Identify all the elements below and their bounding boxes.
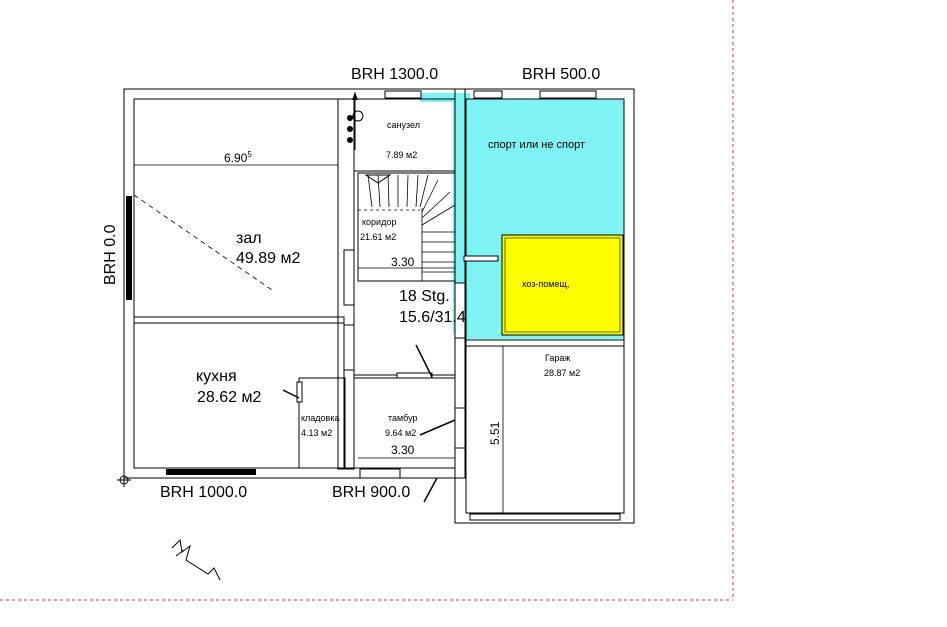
corridor-door[interactable] [396, 372, 433, 379]
corridor-opening-2 [343, 324, 355, 371]
dim-garage-depth: 5.51 [488, 421, 502, 445]
room-corridor-area: 21.61 м2 [360, 232, 396, 242]
dim-corridor-width: 3.30 [391, 255, 415, 269]
stair-rail [454, 282, 466, 339]
dim-zal-width: 6.905 [224, 150, 252, 165]
pantry-door-swing [282, 389, 300, 399]
utility-room-fill[interactable] [501, 234, 624, 336]
entrance-door[interactable] [359, 468, 401, 479]
room-bathroom[interactable] [353, 98, 456, 172]
room-garage-area: 28.87 м2 [544, 368, 580, 378]
room-bathroom-name: санузел [387, 120, 420, 130]
fixture-1 [347, 115, 353, 121]
bathroom-window [384, 90, 422, 99]
sport-zone-fill-top [420, 93, 470, 102]
top-right-window-2 [473, 90, 503, 99]
stair-arrow [364, 174, 392, 184]
sport-opening [463, 255, 499, 262]
bottom-window [166, 469, 256, 475]
room-zal-area: 49.89 м2 [236, 250, 300, 267]
sport-zone-fill-strip [453, 99, 465, 334]
room-kitchen-name: кухня [196, 368, 237, 385]
label-brh-bottom-mid: BRH 900.0 [332, 484, 410, 501]
corridor-opening-1 [343, 249, 355, 306]
dim-zal-width-value: 6.90 [224, 151, 248, 165]
room-corridor-name: коридор [362, 217, 396, 227]
garage-gate[interactable] [469, 513, 621, 521]
pantry-door[interactable] [296, 381, 303, 403]
corner-marker-icon [117, 473, 131, 487]
entrance-door-swing [423, 477, 438, 503]
room-sport-name: спорт или не спорт [488, 139, 585, 151]
room-pantry-name: кладовка [301, 413, 339, 423]
label-brh-top-left: BRH 1300.0 [351, 66, 438, 83]
stairs-ratio: 15.6/31.4 [399, 309, 466, 326]
stair-treads [358, 174, 456, 281]
room-utility-name: хоз-помещ, [522, 279, 569, 289]
room-pantry-area: 4.13 м2 [301, 428, 332, 438]
fixture-2 [347, 126, 353, 132]
room-zal-name: зал [236, 230, 262, 247]
target-mark [352, 110, 364, 122]
vestibule-door-swing [419, 419, 456, 436]
utility-room-inner [504, 237, 621, 333]
dim-vestibule-width: 3.30 [391, 443, 415, 457]
room-vestibule-area: 9.64 м2 [385, 428, 416, 438]
label-brh-top-right: BRH 500.0 [522, 66, 600, 83]
room-zal[interactable] [133, 98, 339, 318]
room-bathroom-area: 7.89 м2 [386, 150, 417, 160]
top-right-window [539, 90, 597, 99]
stairs-count: 18 Stg. [399, 288, 450, 305]
fixture-3 [347, 137, 353, 143]
label-brh-left: BRH 0.0 [102, 224, 119, 285]
room-kitchen[interactable] [133, 322, 345, 469]
room-kitchen-area: 28.62 м2 [197, 389, 261, 406]
dim-zal-width-sup: 5 [247, 150, 252, 159]
label-brh-bottom-left: BRH 1000.0 [160, 484, 247, 501]
zal-diagonal [133, 194, 273, 291]
north-arrow-small [352, 92, 358, 100]
room-pantry[interactable] [298, 377, 346, 469]
room-garage[interactable] [465, 345, 625, 514]
north-arrow-icon [171, 538, 221, 581]
wall-zal-kitchen [133, 316, 345, 324]
left-window [126, 196, 132, 300]
vestibule-door[interactable] [454, 407, 466, 449]
corridor-door-swing [415, 344, 433, 378]
room-vestibule-name: тамбур [388, 413, 417, 423]
room-garage-name: Гараж [545, 353, 570, 363]
